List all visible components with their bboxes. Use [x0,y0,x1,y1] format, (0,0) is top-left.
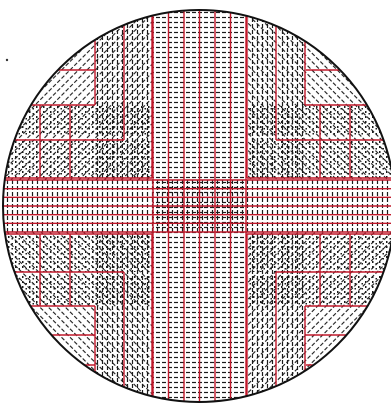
quadrant-step-column [248,232,276,403]
quadrant-step-column [278,232,306,403]
quadrant-step-column [248,0,276,180]
quadrant-step-column [124,0,152,180]
quadrant-step-column [95,232,123,403]
stray-dot [6,59,8,61]
quadrant-step-column [278,0,306,180]
quadrant-step-column [124,232,152,403]
